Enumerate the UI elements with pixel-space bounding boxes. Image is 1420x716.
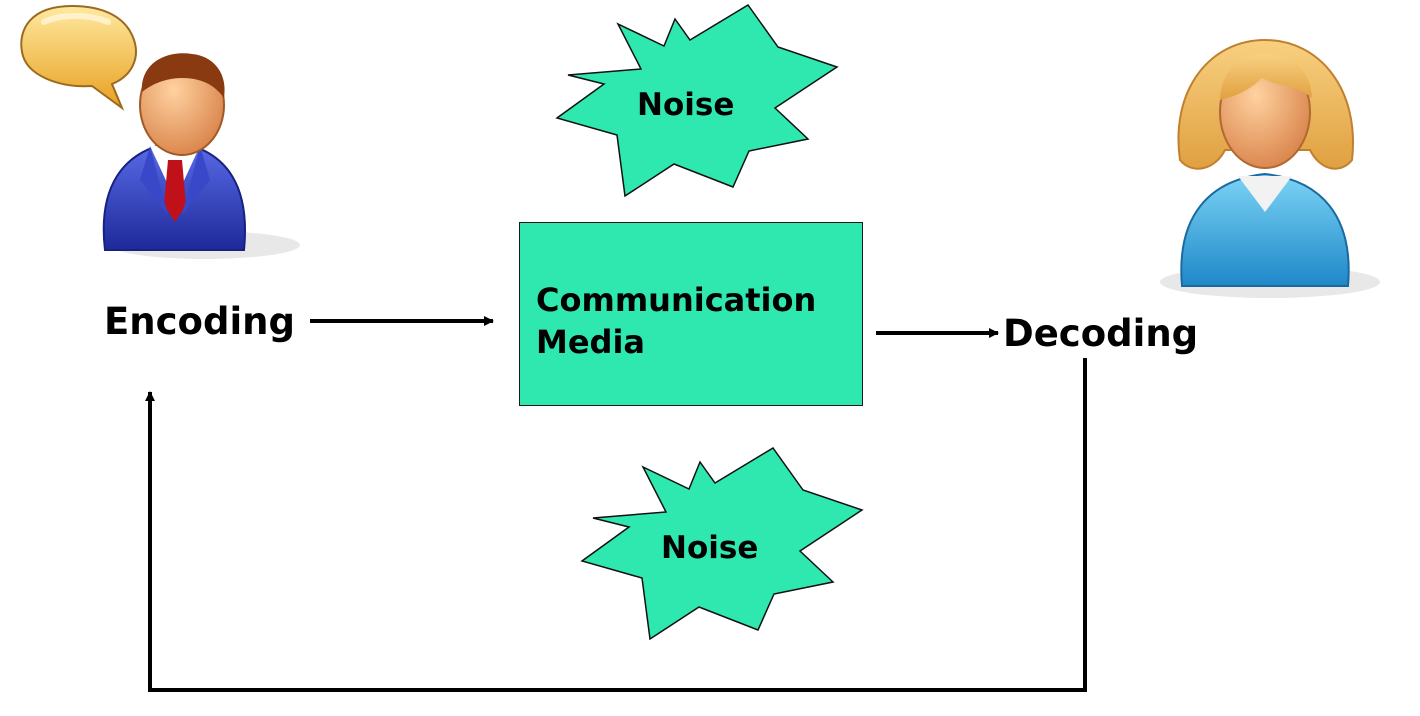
noise-burst-bottom: [580, 446, 864, 641]
encoding-label: Encoding: [104, 300, 295, 343]
decoding-label: Decoding: [1003, 312, 1199, 355]
media-line-1: Communication: [536, 281, 817, 319]
noise-burst-top: [555, 3, 839, 198]
noise-label-bottom: Noise: [661, 530, 759, 566]
noise-label-top: Noise: [637, 87, 735, 123]
media-line-2: Media: [536, 323, 646, 361]
communication-media-box: Communication Media: [519, 222, 863, 406]
feedback-loop: [145, 358, 1087, 692]
media-box-fill: [519, 222, 863, 406]
communication-media-label: Communication Media: [536, 279, 816, 363]
man-speaking-icon: [20, 4, 300, 259]
woman-icon: [1160, 38, 1380, 298]
